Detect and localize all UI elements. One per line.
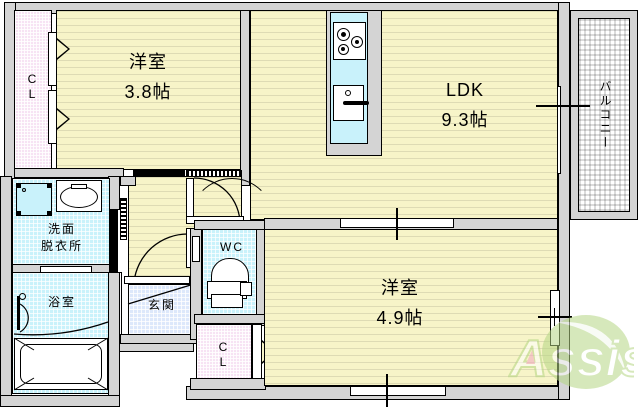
toilet-handle: [240, 282, 252, 296]
wm-corner-br: [47, 211, 52, 216]
wall-room-top-right: [240, 10, 250, 186]
room-ldk: [250, 10, 558, 220]
wm-corner-tl: [16, 183, 21, 188]
window-right-mark-v: [554, 308, 555, 326]
wall-wc-top: [194, 220, 266, 230]
sliding-door-washroom[interactable]: [120, 198, 127, 240]
stove-burner-3-inner: [341, 47, 345, 51]
closet-left-door-lower[interactable]: [48, 90, 57, 144]
sink-faucet: [343, 101, 369, 105]
ldk-right-mark: [536, 105, 562, 107]
stove-burner-3: [338, 44, 349, 55]
window-interior-top-mark: [396, 208, 398, 240]
assist-logo-watermark: Assist: [508, 312, 634, 394]
closet-left-door-upper[interactable]: [48, 32, 57, 86]
stove-burner-2: [351, 36, 363, 48]
shower-head: [19, 293, 26, 300]
balcony-door-mark: [542, 105, 590, 107]
door-ldk-arc: [190, 178, 274, 224]
wall-bottom-left: [0, 395, 120, 407]
room-entrance: [128, 284, 194, 336]
stove-burner-2-inner: [355, 40, 359, 44]
wm-corner-tr: [47, 183, 52, 188]
entrance-step-line: [127, 283, 195, 305]
stove-burner-1-inner: [341, 32, 346, 37]
room-yoshitsu-top: [56, 10, 242, 170]
wm-corner-bl: [16, 211, 21, 216]
closet-left: [14, 10, 52, 170]
door-bedroom-jamb: [124, 276, 190, 284]
window-bottom: [350, 386, 446, 396]
sink-drain: [345, 90, 351, 96]
window-right-mark: [538, 316, 572, 318]
bathtub-edge-curve: [13, 321, 109, 336]
balcony-floor: [578, 18, 630, 212]
wall-right-outer: [558, 2, 570, 400]
washing-machine-pan: [16, 183, 52, 216]
toilet-base: [211, 294, 243, 308]
closet-bottom-door[interactable]: [252, 324, 262, 380]
wall-hall-left-black: [110, 208, 118, 280]
stove-burner-1: [337, 28, 350, 41]
wall-wc-bottom: [194, 314, 266, 324]
wall-room-top-bottom: [14, 168, 124, 178]
closet-left-fold-arrow-lower-fill: [57, 110, 68, 128]
wall-threshold-black: [133, 170, 185, 177]
bathtub-corner-lines: [13, 337, 109, 391]
wall-entrance-bottom: [120, 334, 200, 344]
door-ldk-swing: [193, 177, 241, 225]
assist-logo-text: Assist: [508, 330, 634, 388]
window-bottom-mark: [386, 374, 388, 407]
door-bedroom-swing: [133, 233, 189, 283]
bathtub-inner: [20, 344, 102, 384]
closet-bottom: [196, 324, 252, 380]
vanity-faucet: [71, 184, 87, 189]
entrance-door-leaf[interactable]: [192, 236, 200, 262]
wall-left-lower: [0, 176, 12, 407]
closet-left-fold-arrow-upper-fill: [57, 40, 68, 58]
shower-spray-arc: [19, 303, 29, 333]
wall-bath-right: [108, 272, 120, 396]
washing-machine-drain: [22, 188, 26, 192]
wall-hall-top: [120, 176, 136, 186]
vanity-basin: [60, 186, 98, 208]
wall-closet-bottom-edge: [190, 378, 266, 390]
shower-riser: [17, 296, 20, 330]
